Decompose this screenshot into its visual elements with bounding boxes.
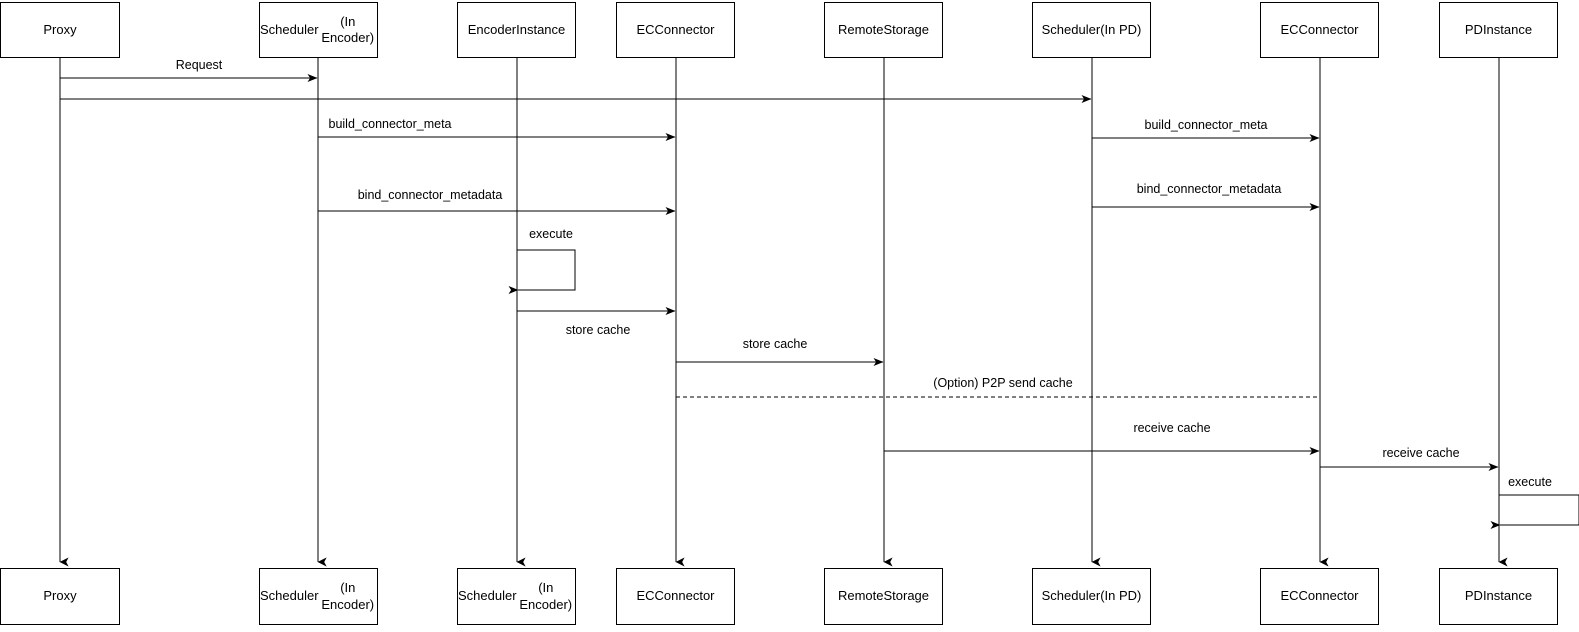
footer-box-encoder-inst: Scheduler(In Encoder) [457,568,576,625]
footer-label-pd-inst: PDInstance [1464,588,1533,604]
header-label-ecc-right: ECConnector [1280,21,1359,37]
footer-box-ecc-right: ECConnector [1260,568,1379,625]
header-label-encoder-inst: EncoderInstance [467,21,566,37]
footer-label-sched-enc: Scheduler [260,588,319,604]
footer-label-ecc-left: ECConnector [636,588,715,604]
message-label-m3: build_connector_meta [328,117,452,131]
footer-box-remote-store: RemoteStorage [824,568,943,625]
self-call-path-s1 [508,249,576,294]
header-box-pd-inst: PDInstance [1439,2,1558,58]
header-box-ecc-left: ECConnector [616,2,735,58]
header-sublabel-sched-enc: (In Encoder) [321,13,375,45]
message-label-m1: Request [175,58,223,72]
lifelines-layer [59,58,1508,567]
header-box-sched-enc: Scheduler(In Encoder) [259,2,378,58]
message-label-m5: bind_connector_metadata [357,188,503,202]
header-label-remote-store: RemoteStorage [837,21,930,37]
footer-box-pd-inst: PDInstance [1439,568,1558,625]
footer-box-proxy: Proxy [0,568,120,625]
footer-box-sched-pd: Scheduler(In PD) [1032,568,1151,625]
self-call-label-s1: execute [529,227,573,241]
footer-box-ecc-left: ECConnector [616,568,735,625]
header-box-encoder-inst: EncoderInstance [457,2,576,58]
header-label-proxy: Proxy [43,21,77,37]
header-sublabel-sched-pd: (In PD) [1100,21,1142,37]
footer-box-sched-enc: Scheduler(In Encoder) [259,568,378,625]
message-label-m9: (Option) P2P send cache [933,376,1073,390]
footer-sublabel-sched-pd: (In PD) [1100,588,1142,604]
footer-label-remote-store: RemoteStorage [837,588,930,604]
header-label-sched-pd: Scheduler [1041,21,1101,37]
message-label-m10: receive cache [1133,421,1211,435]
header-box-sched-pd: Scheduler(In PD) [1032,2,1151,58]
header-box-proxy: Proxy [0,2,120,58]
message-label-m7: store cache [565,323,631,337]
message-label-m6: bind_connector_metadata [1136,182,1282,196]
footer-sublabel-encoder-inst: (In Encoder) [519,580,573,612]
footer-label-encoder-inst: Scheduler [458,588,517,604]
message-label-m11: receive cache [1382,446,1460,460]
header-label-pd-inst: PDInstance [1464,21,1533,37]
footer-sublabel-sched-enc: (In Encoder) [321,580,375,612]
self-call-path-s2 [1490,494,1579,529]
messages-layer [60,74,1499,471]
header-label-sched-enc: Scheduler [260,21,319,37]
self-call-label-s2: execute [1508,475,1552,489]
header-label-ecc-left: ECConnector [636,21,715,37]
message-label-m4: build_connector_meta [1144,118,1268,132]
footer-label-sched-pd: Scheduler [1041,588,1101,604]
message-label-m8: store cache [742,337,808,351]
header-box-remote-store: RemoteStorage [824,2,943,58]
footer-label-ecc-right: ECConnector [1280,588,1359,604]
header-box-ecc-right: ECConnector [1260,2,1379,58]
footer-label-proxy: Proxy [43,588,77,604]
